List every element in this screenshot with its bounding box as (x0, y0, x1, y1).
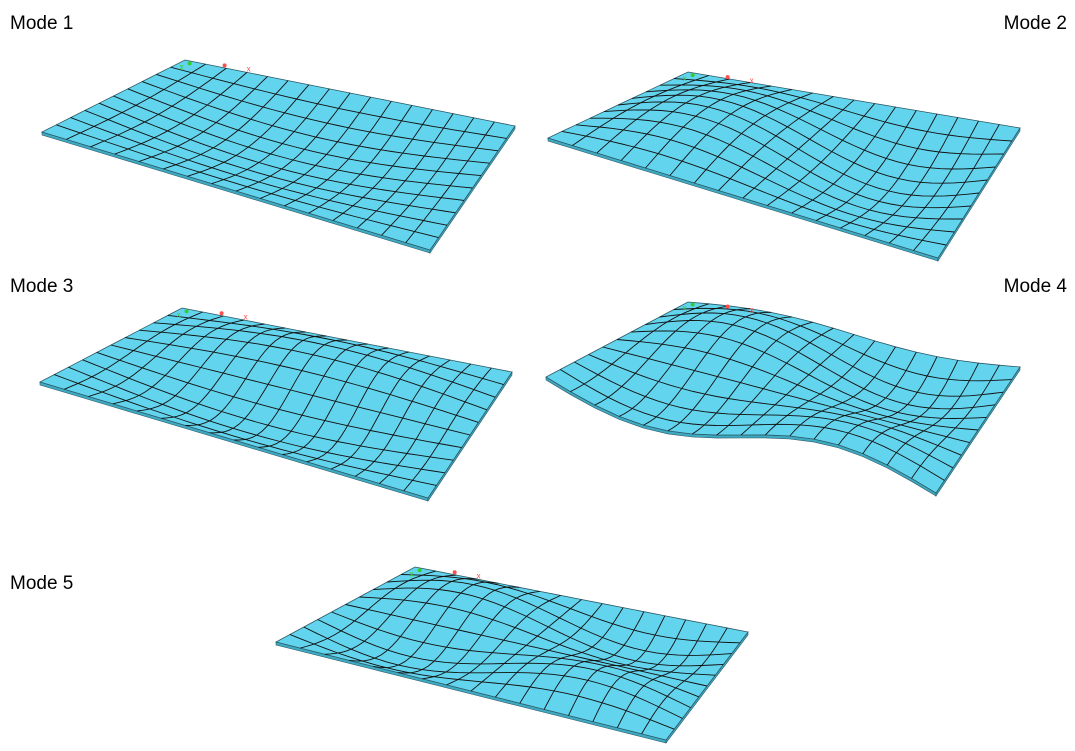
plate-mesh (559, 303, 1012, 481)
mesh-line-h (359, 596, 716, 676)
mesh-line-h (602, 346, 970, 444)
mesh-line-h (127, 88, 482, 177)
mode-2-label: Mode 2 (1003, 13, 1067, 34)
y-axis-marker: x (410, 569, 414, 578)
mesh-line-h (345, 604, 708, 687)
plate-mesh (56, 63, 507, 243)
x-axis-dot (725, 304, 730, 309)
mode-3-label: Mode 3 (10, 276, 74, 297)
mesh-line-h (96, 351, 462, 449)
mesh-line-h (141, 81, 490, 164)
plate-surface (38, 307, 513, 499)
mesh-line-h (99, 102, 465, 201)
mesh-line-h (616, 339, 979, 431)
plate-mesh (289, 570, 740, 735)
mesh-line-h (645, 320, 995, 410)
mesh-line-h (401, 574, 740, 644)
mesh-line-h (673, 307, 1012, 382)
mesh-line-h (645, 89, 996, 170)
plate-surface (274, 566, 749, 741)
x-axis-marker: x (244, 312, 248, 321)
plate-mesh (561, 75, 1012, 251)
plate-surface (40, 59, 516, 251)
y-axis-dot (690, 302, 695, 307)
mesh-line-h (574, 361, 954, 469)
y-axis-marker: x (683, 74, 687, 83)
plate-surface (546, 71, 1021, 259)
mode-4-label: Mode 4 (1003, 276, 1067, 297)
x-axis-marker: x (477, 571, 481, 580)
mesh-line-h (631, 330, 987, 419)
y-axis-marker: x (683, 304, 687, 313)
x-axis-dot (452, 570, 457, 575)
mesh-line-h (373, 587, 724, 667)
mesh-line-h (588, 354, 962, 456)
mesh-line-h (170, 66, 507, 139)
mode-1-label: Mode 1 (10, 13, 74, 34)
x-axis-dot (219, 311, 224, 316)
x-axis-marker: x (750, 76, 754, 85)
mesh-line-h (631, 94, 988, 184)
mesh-line-h (659, 312, 1004, 397)
x-axis-marker: x (750, 306, 754, 315)
mesh-line-h (54, 374, 437, 486)
mesh-line-h (303, 626, 683, 719)
mesh-line-h (575, 124, 955, 233)
y-axis-dot (690, 73, 695, 78)
mesh-line-h (56, 124, 439, 239)
mesh-line-h (82, 359, 454, 461)
y-axis-marker: x (180, 62, 184, 71)
mesh-line-h (167, 314, 504, 386)
x-axis-dot (725, 75, 730, 80)
mesh-line-h (317, 619, 691, 709)
mesh-line-h (559, 369, 945, 481)
mesh-line-h (153, 322, 496, 398)
mesh-line-h (387, 579, 732, 656)
mesh-line-h (125, 337, 479, 423)
mesh-line-h (139, 329, 487, 411)
mesh-line-h (331, 611, 699, 698)
plate-mesh (54, 311, 504, 492)
mesh-line-h (68, 366, 445, 474)
mesh-line-h (110, 344, 471, 436)
mesh-line-h (590, 117, 963, 220)
y-axis-marker: x (177, 310, 181, 319)
mesh-line-h (561, 130, 947, 246)
y-axis-dot (417, 568, 422, 573)
mesh-line-h (659, 84, 1004, 155)
mesh-line-h (113, 95, 473, 189)
mode-5-label: Mode 5 (10, 573, 74, 594)
mesh-line-h (617, 101, 980, 197)
mesh-line-h (70, 117, 448, 226)
mesh-line-h (289, 634, 675, 730)
x-axis-dot (222, 63, 227, 68)
mesh-line-h (673, 78, 1012, 142)
mesh-line-h (84, 109, 456, 214)
mesh-line-h (603, 109, 971, 209)
y-axis-dot (187, 61, 192, 66)
x-axis-marker: x (247, 64, 251, 73)
mesh-line-h (156, 73, 499, 152)
y-axis-dot (184, 309, 189, 314)
